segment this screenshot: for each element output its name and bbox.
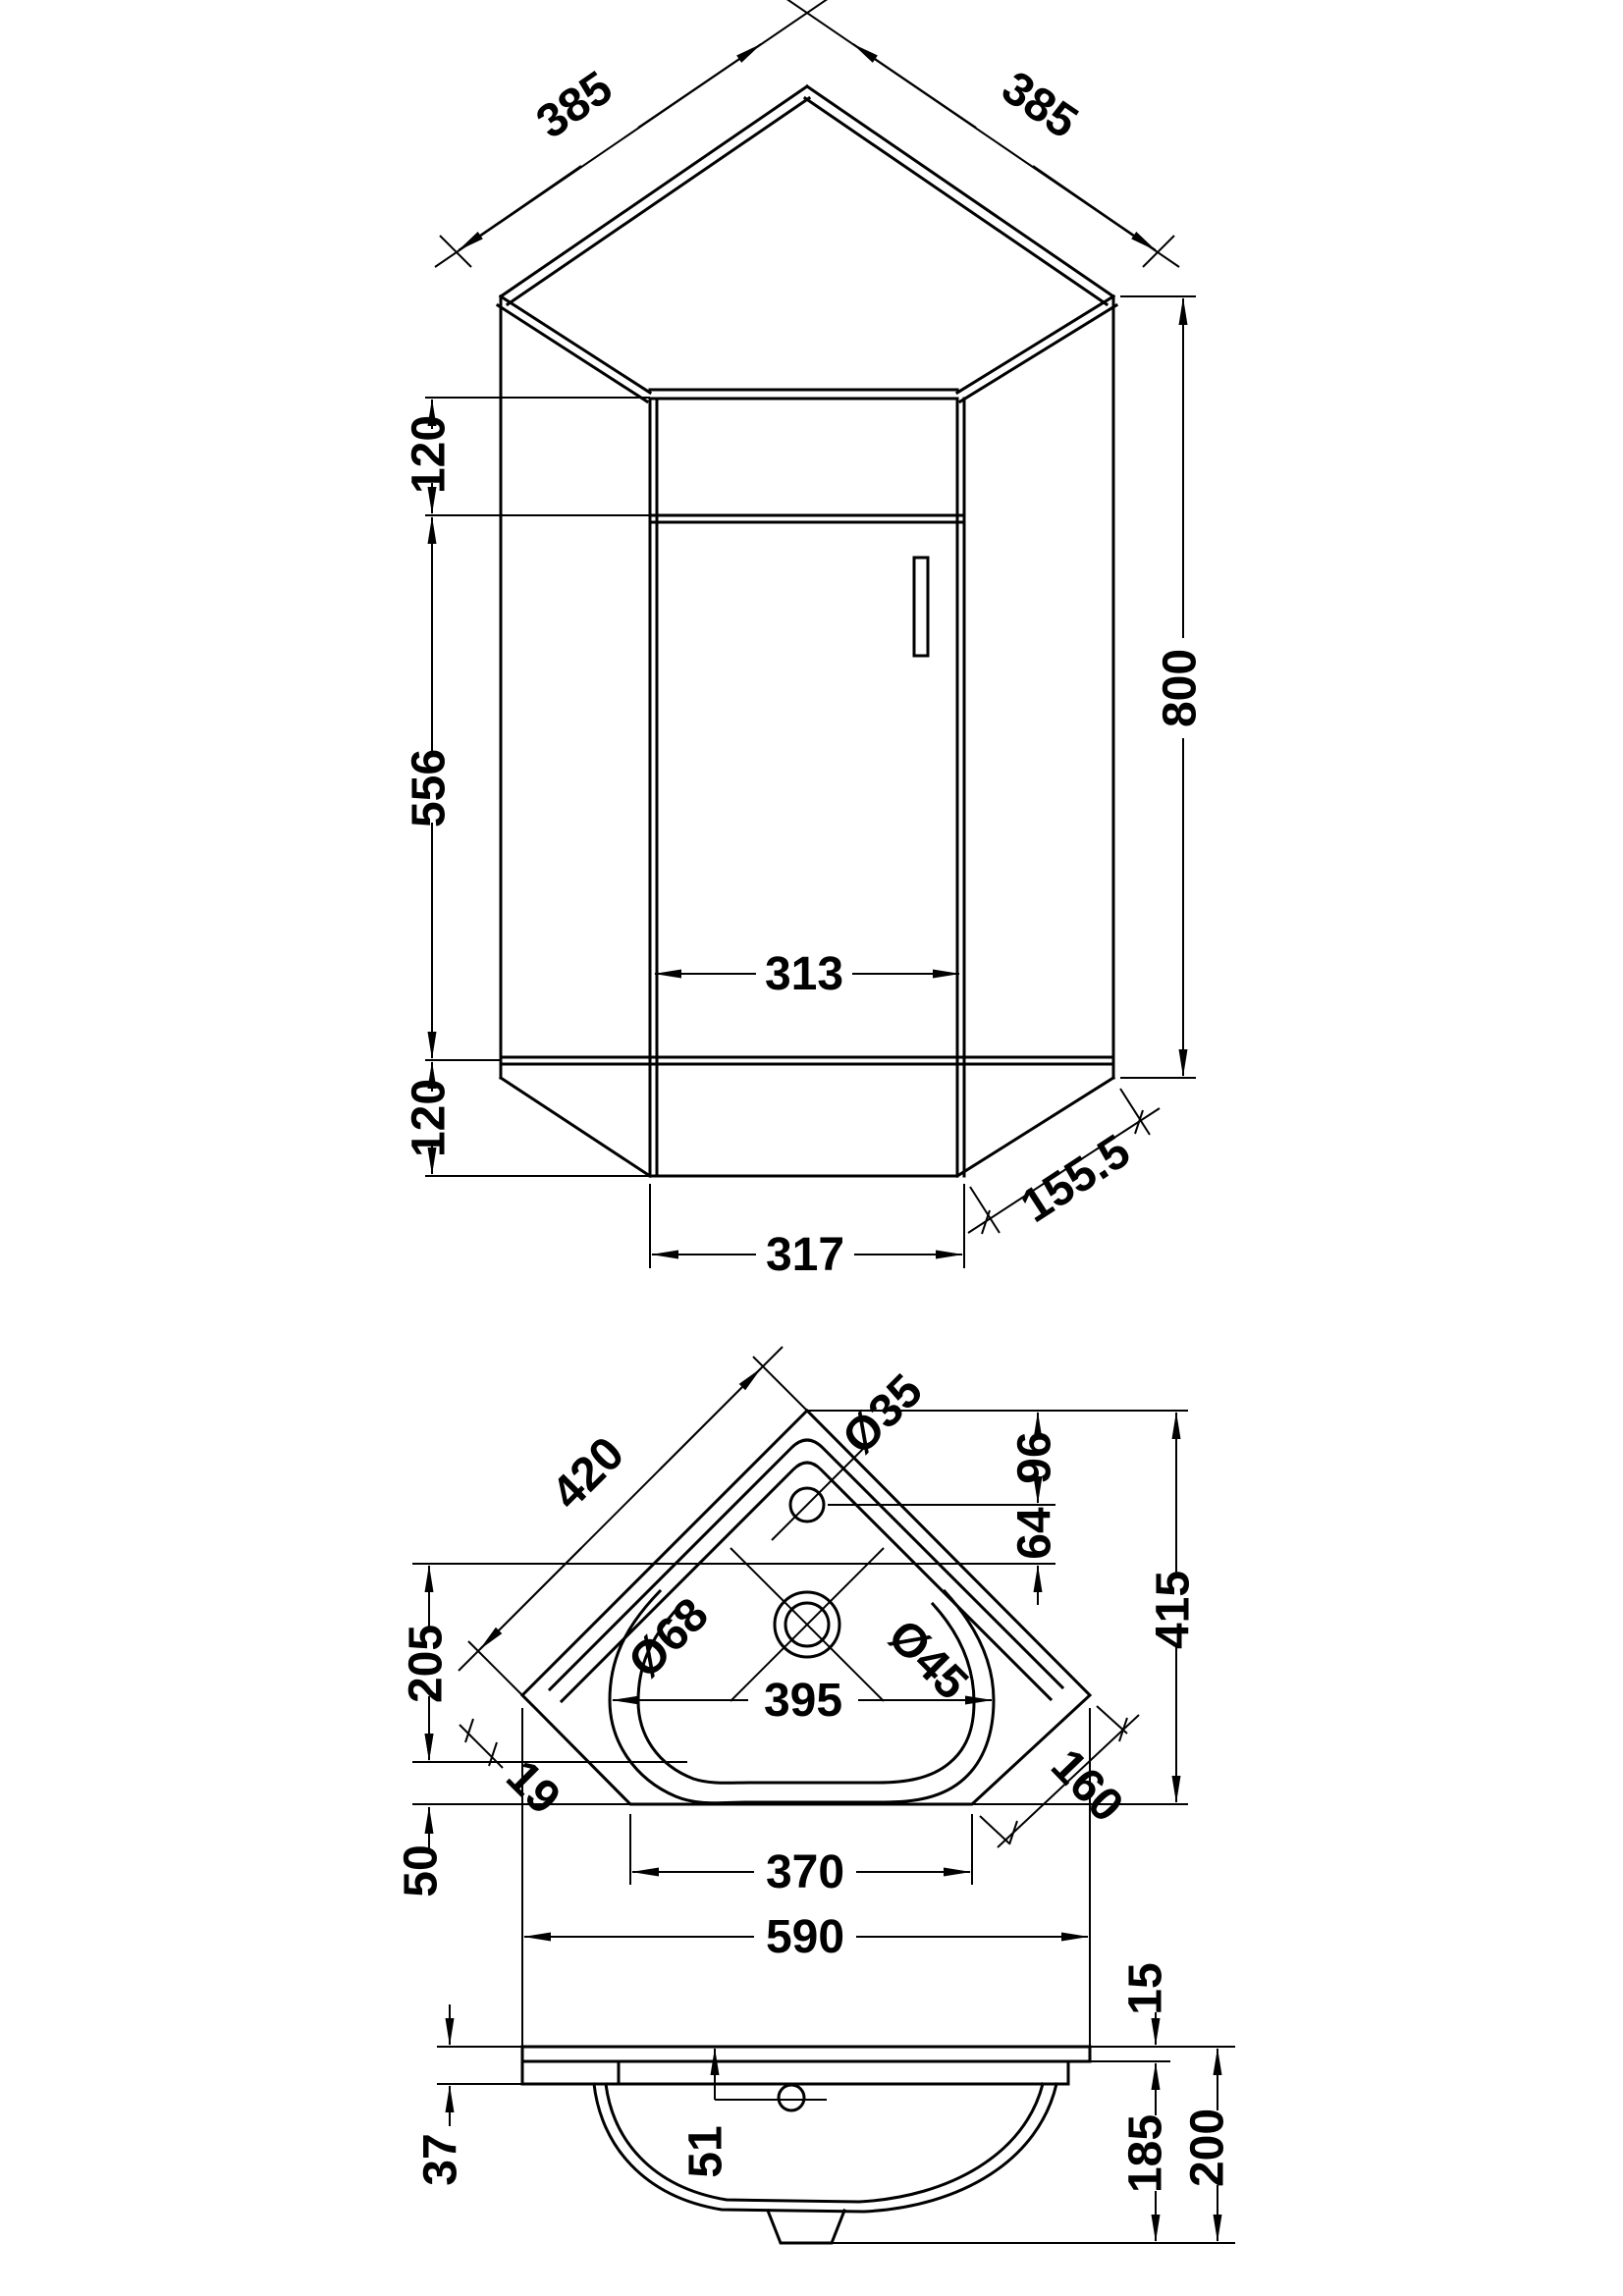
dim-side-return-depth: 155.5 — [1012, 1125, 1140, 1233]
cabinet-front-view: 385 385 120 556 120 313 — [404, 0, 1207, 1281]
tap-hole — [771, 1443, 869, 1541]
dim-top-edge-left: 385 — [527, 62, 622, 149]
dim-tap-hole-diameter: Ø35 — [833, 1364, 933, 1465]
dim-top-rail-height: 120 — [404, 415, 456, 494]
basin-plan-view: Ø35 Ø68 Ø45 420 96 — [396, 1346, 1200, 2047]
dim-top-thickness: 15 — [1120, 1962, 1172, 2014]
waste-hole — [730, 1547, 885, 1702]
dim-door-width: 313 — [765, 948, 843, 1000]
basin-plan-dimensions: 420 96 64 205 50 395 — [396, 1346, 1200, 2047]
dim-plinth-height: 120 — [404, 1079, 456, 1157]
dim-tap-hole-drop: 51 — [680, 2125, 732, 2177]
dim-front-ledge: 50 — [396, 1844, 448, 1896]
tap-hole-side — [777, 2083, 806, 2112]
dim-overall-depth: 415 — [1148, 1571, 1200, 1649]
dim-bowl-width: 395 — [764, 1675, 842, 1727]
dim-tap-hole-offset: 96 — [1009, 1431, 1061, 1483]
dim-door-height: 556 — [404, 749, 456, 828]
door-handle — [912, 556, 930, 658]
dim-back-edge: 420 — [542, 1427, 634, 1520]
dim-overall-width: 590 — [766, 1911, 844, 1963]
dim-bowl-to-front: 205 — [401, 1625, 453, 1703]
dim-front-facet: 160 — [1041, 1739, 1133, 1832]
dim-rim-thickness: 37 — [415, 2133, 467, 2185]
dim-rim-ledge: 64 — [1009, 1507, 1061, 1560]
dim-bowl-depth: 185 — [1120, 2114, 1172, 2193]
dim-waste-inner-diameter: Ø45 — [878, 1610, 978, 1710]
basin-side-dimensions: 37 51 15 185 200 — [415, 1962, 1235, 2244]
dim-base-width: 317 — [766, 1229, 844, 1281]
dim-overall-height-side: 200 — [1182, 2109, 1234, 2187]
basin-side-view: 37 51 15 185 200 — [415, 1962, 1235, 2245]
dim-overall-height: 800 — [1155, 649, 1207, 727]
dim-top-edge-right: 385 — [993, 62, 1087, 149]
cabinet-carcass — [498, 294, 1116, 1179]
basin-side-outline — [520, 2045, 1092, 2245]
dim-front-edge-width: 370 — [766, 1846, 844, 1898]
cabinet-top-panel — [495, 83, 1119, 404]
cabinet-dimensions: 385 385 120 556 120 313 — [404, 0, 1207, 1281]
